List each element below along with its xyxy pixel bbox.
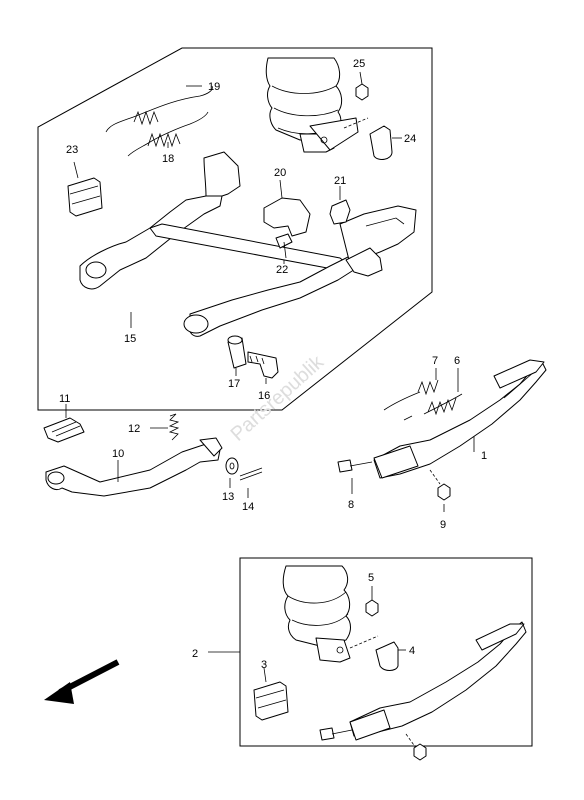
callout-19: 19 — [208, 81, 220, 93]
callout-23: 23 — [66, 144, 78, 156]
callout-21: 21 — [334, 175, 346, 187]
bolt-16 — [247, 351, 279, 384]
spring-12 — [150, 413, 180, 441]
callout-6: 6 — [454, 355, 460, 367]
callout-7: 7 — [432, 355, 438, 367]
spring-19 — [105, 85, 213, 133]
spring-7 — [383, 368, 439, 411]
nut-5 — [365, 586, 379, 617]
group-frame-main-stand — [37, 47, 433, 411]
spring-18 — [127, 111, 209, 157]
callout-22: 22 — [276, 264, 288, 276]
shock-absorber-upper — [265, 57, 369, 153]
cotter-pin-14 — [239, 467, 263, 498]
callout-12: 12 — [128, 423, 140, 435]
collar-17 — [227, 335, 247, 376]
callout-10: 10 — [112, 448, 124, 460]
brake-pedal-10 — [45, 437, 223, 497]
callout-25: 25 — [353, 58, 365, 70]
main-stand-assembly — [79, 151, 417, 337]
nut-9 — [429, 469, 451, 512]
callout-17: 17 — [228, 378, 240, 390]
callout-14: 14 — [242, 501, 254, 513]
nut-25 — [355, 71, 369, 101]
callout-18: 18 — [162, 153, 174, 165]
rubber-pad-3 — [253, 667, 289, 721]
bolt-22 — [275, 233, 293, 264]
callout-8: 8 — [348, 499, 354, 511]
pedal-rubber-11 — [43, 404, 85, 443]
callout-11: 11 — [59, 393, 70, 405]
callout-15: 15 — [124, 333, 136, 345]
callout-4: 4 — [409, 645, 415, 657]
callout-16: 16 — [258, 390, 270, 402]
callout-2: 2 — [192, 648, 198, 660]
callout-13: 13 — [222, 491, 234, 503]
shock-absorber-lower — [282, 565, 379, 663]
callout-3: 3 — [261, 659, 267, 671]
bolt-8 — [337, 459, 373, 494]
rubber-pad-23 — [67, 161, 103, 217]
bracket-20 — [263, 179, 311, 237]
callout-1: 1 — [481, 450, 487, 462]
washer-13 — [225, 457, 239, 488]
rubber-24 — [369, 125, 402, 160]
rubber-4 — [375, 641, 406, 671]
spring-6 — [403, 368, 463, 421]
callout-20: 20 — [274, 167, 286, 179]
side-stand-1 — [373, 359, 547, 479]
cap-21 — [329, 186, 351, 225]
front-direction-arrow — [44, 659, 120, 704]
callout-5: 5 — [368, 572, 374, 584]
callout-9: 9 — [440, 519, 446, 531]
callout-24: 24 — [404, 133, 416, 145]
side-stand-lower — [319, 621, 527, 761]
